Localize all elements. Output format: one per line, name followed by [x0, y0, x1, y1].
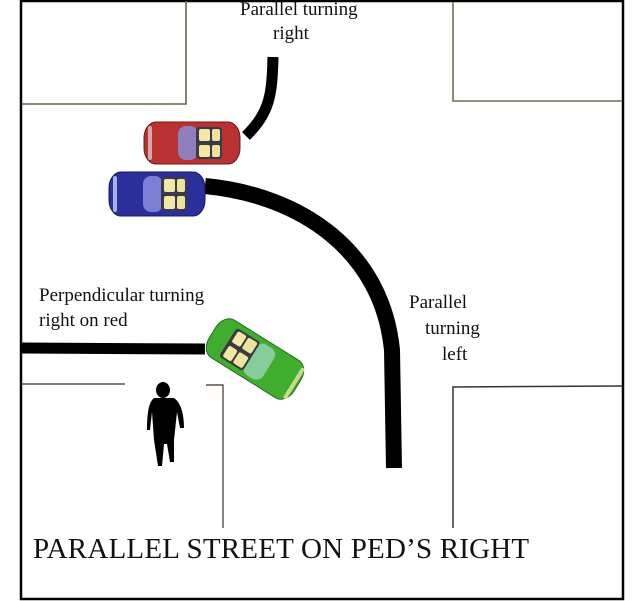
path-parallel-turning-left	[204, 178, 402, 469]
curb-top-right	[452, 2, 622, 102]
curb-top-left	[22, 1, 187, 105]
label-perpendicular-turning-line2: right on red	[39, 310, 128, 331]
diagram-caption: PARALLEL STREET ON PED’S RIGHT	[33, 533, 530, 565]
label-parallel-turning-left-line2: turning	[425, 318, 480, 339]
blue-car	[108, 171, 206, 217]
curb-bottom-right	[452, 385, 623, 528]
path-perpendicular-turning-right	[21, 342, 206, 355]
red-car	[143, 121, 241, 165]
label-parallel-turning-right-line1: Parallel turning	[240, 0, 358, 20]
pedestrian-icon	[147, 382, 184, 466]
green-car	[205, 318, 305, 400]
curb-bottom-left	[22, 383, 224, 528]
path-parallel-turning-right	[242, 56, 279, 140]
label-parallel-turning-left-line3: left	[442, 344, 468, 365]
label-parallel-turning-left-line1: Parallel	[409, 292, 468, 313]
label-perpendicular-turning-line1: Perpendicular turning	[39, 285, 205, 306]
label-parallel-turning-right-line2: right	[273, 23, 309, 44]
diagram-frame	[19, 0, 625, 601]
